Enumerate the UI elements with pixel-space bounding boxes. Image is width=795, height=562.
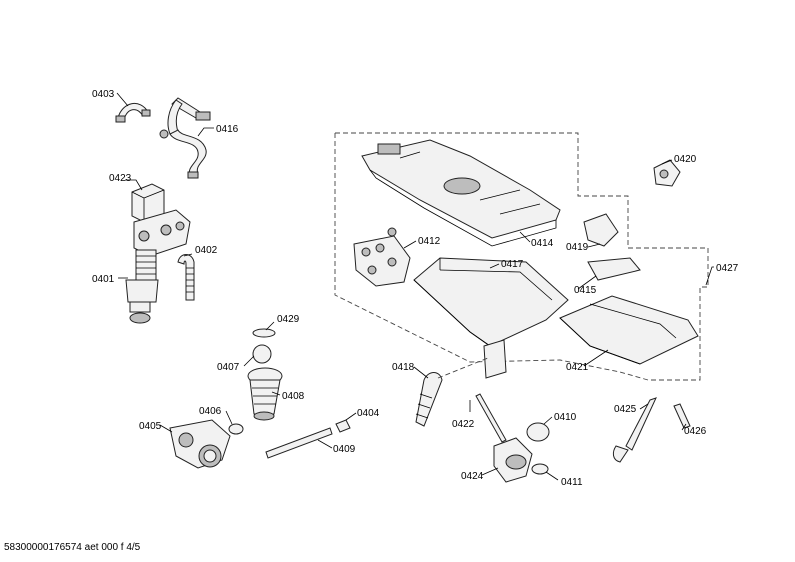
part-0422-drawing [475, 393, 507, 443]
part-label-0412: 0412 [418, 236, 441, 247]
part-0403-drawing [115, 103, 151, 123]
part-label-0415: 0415 [574, 285, 597, 296]
part-0405-drawing [169, 419, 231, 469]
part-0429-drawing [252, 328, 276, 338]
part-0407-drawing [252, 344, 272, 364]
part-0409-drawing [265, 427, 333, 459]
part-0412-drawing [353, 227, 411, 287]
part-label-0409: 0409 [333, 444, 356, 455]
part-0410-drawing [526, 422, 550, 442]
part-label-0419: 0419 [566, 242, 589, 253]
part-label-0414: 0414 [531, 238, 554, 249]
part-0421-drawing [559, 295, 699, 365]
part-0408-drawing [247, 367, 283, 421]
part-0411-drawing [531, 463, 549, 475]
hose-connection-line [437, 357, 489, 379]
part-0419-drawing [583, 213, 619, 247]
part-0417-drawing [413, 257, 569, 379]
part-label-0429: 0429 [277, 314, 300, 325]
part-label-0425: 0425 [614, 404, 637, 415]
part-label-0407: 0407 [217, 362, 240, 373]
part-label-0405: 0405 [139, 421, 162, 432]
part-0418-drawing [415, 372, 443, 427]
assembly-boundary-0427 [334, 132, 709, 381]
part-label-0416: 0416 [216, 124, 239, 135]
drawing-reference-footer: 58300000176574 aet 000 f 4/5 [4, 542, 141, 553]
part-0402-drawing [177, 254, 195, 301]
part-label-0408: 0408 [282, 391, 305, 402]
part-0415-drawing [587, 257, 641, 281]
leader-lines [116, 92, 714, 481]
part-label-0420: 0420 [674, 154, 697, 165]
part-0406-drawing [228, 423, 244, 435]
part-label-0404: 0404 [357, 408, 380, 419]
part-label-0424: 0424 [461, 471, 484, 482]
part-label-0421: 0421 [566, 362, 589, 373]
part-0426-drawing [673, 403, 691, 429]
part-0404-drawing [335, 419, 351, 433]
part-0401-drawing [125, 209, 191, 324]
part-label-0402: 0402 [195, 245, 218, 256]
part-label-0417: 0417 [501, 259, 524, 270]
part-label-0418: 0418 [392, 362, 415, 373]
part-label-0426: 0426 [684, 426, 707, 437]
part-0414-drawing [361, 139, 561, 247]
part-0416-drawing [159, 97, 211, 179]
part-0425-drawing [612, 397, 657, 463]
part-label-0410: 0410 [554, 412, 577, 423]
part-label-0401: 0401 [92, 274, 115, 285]
part-label-0422: 0422 [452, 419, 475, 430]
part-0424-drawing [493, 437, 533, 483]
part-label-0423: 0423 [109, 173, 132, 184]
part-label-0406: 0406 [199, 406, 222, 417]
part-0420-drawing [653, 159, 681, 187]
part-label-0427: 0427 [716, 263, 739, 274]
part-label-0411: 0411 [561, 477, 583, 488]
part-label-0403: 0403 [92, 89, 115, 100]
